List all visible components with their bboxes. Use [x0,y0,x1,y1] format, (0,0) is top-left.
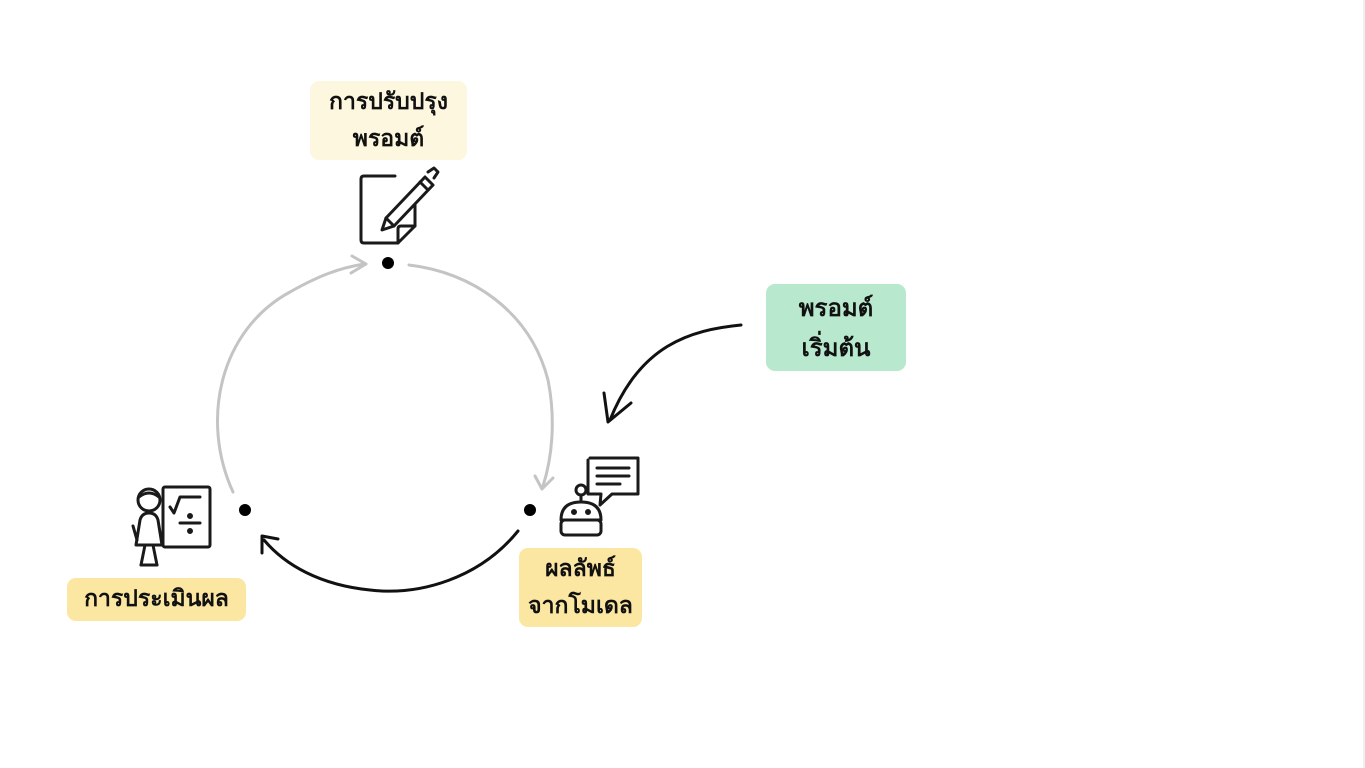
arrow-evaluate-to-refine [215,262,366,494]
arrow-refine-to-output [407,263,554,488]
label-line: การปรับปรุง [329,88,448,115]
right-edge-divider [1363,0,1365,768]
arrowhead-evaluate [260,534,280,555]
label-prompt-refinement: การปรับปรุง พรอมต์ [310,81,467,160]
label-evaluation: การประเมินผล [67,578,246,621]
robot-chat-icon [559,456,640,537]
teacher-evaluation-icon [131,485,212,567]
arrowhead-refine [349,254,368,275]
label-line: พรอมต์ [352,125,425,152]
arrow-initial-to-output [608,323,743,422]
label-line: พรอมต์ [798,293,874,322]
edit-document-icon [359,166,440,245]
arrow-output-to-evaluate [262,529,520,593]
label-line: ผลลัพธ์ [545,555,616,582]
label-line: การประเมินผล [84,586,229,612]
arrowhead-initial [602,391,633,424]
arrowhead-output [533,474,555,491]
node-dot-refine [382,257,394,269]
node-dot-evaluate [239,504,251,516]
label-line: เริ่มต้น [801,333,871,362]
label-line: จากโมเดล [528,592,633,619]
label-initial-prompt: พรอมต์ เริ่มต้น [766,284,906,371]
node-dot-output [524,504,536,516]
label-model-output: ผลลัพธ์ จากโมเดล [519,548,642,627]
